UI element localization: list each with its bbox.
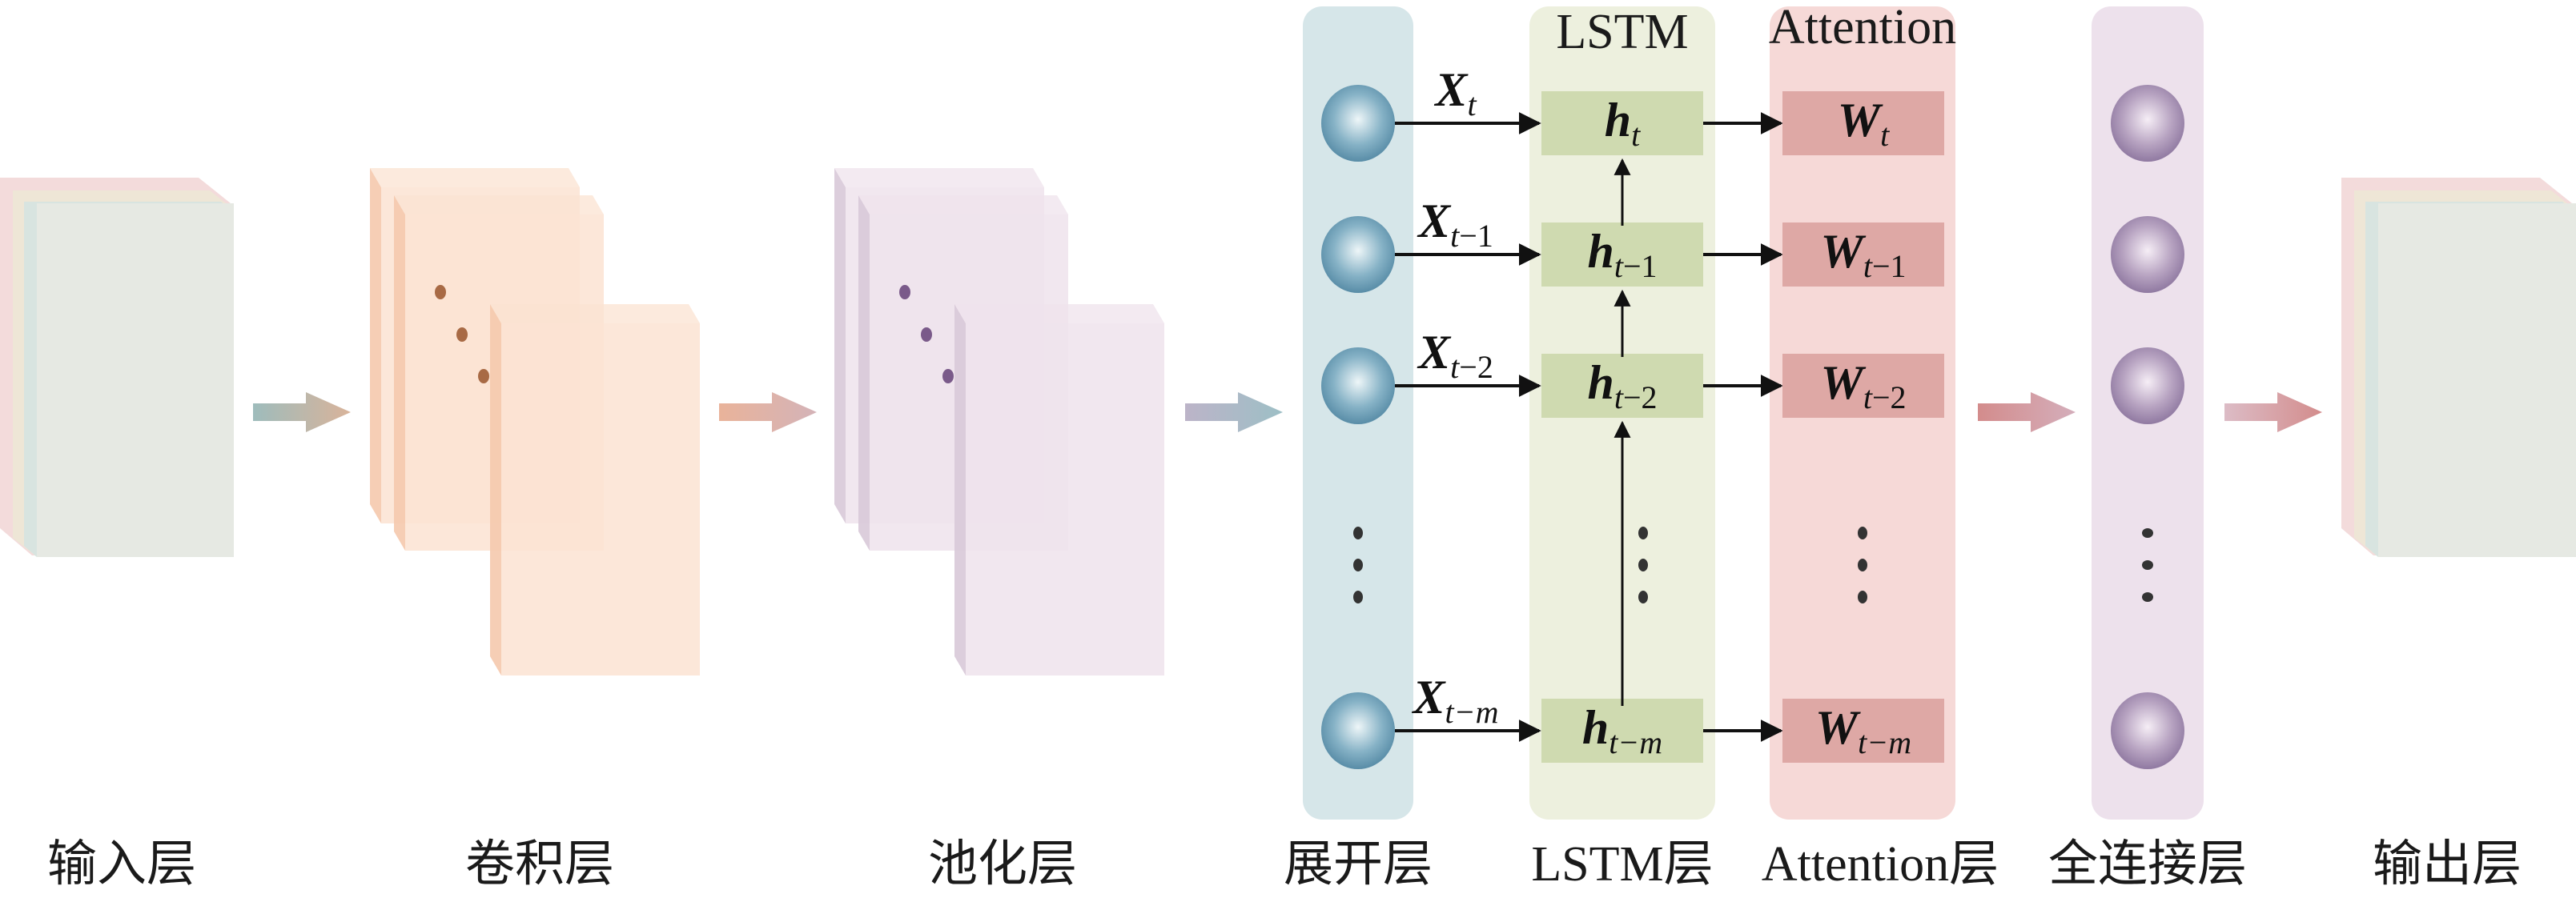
attention-weight-label: Wt−2 bbox=[1820, 356, 1906, 415]
attention-weight-label: Wt−1 bbox=[1820, 225, 1906, 284]
fc-node bbox=[2111, 85, 2184, 162]
sequence-row: Xt−1 ht−1 Wt−1 bbox=[1321, 194, 1944, 293]
attention-weight-label: Wt bbox=[1838, 94, 1890, 153]
input-label: Xt−m bbox=[1411, 671, 1498, 730]
attention-ellipsis bbox=[1858, 527, 1867, 603]
fc-node bbox=[2111, 216, 2184, 293]
attention-weight-label: Wt−m bbox=[1815, 701, 1911, 760]
lstm-ellipsis bbox=[1638, 527, 1648, 603]
pool-map-3 bbox=[954, 304, 1164, 675]
unfold-node bbox=[1321, 216, 1395, 293]
input-label: Xt−1 bbox=[1417, 194, 1493, 254]
sequence-row: Xt−m ht−m Wt−m bbox=[1321, 671, 1944, 769]
label-unfold-layer: 展开层 bbox=[1284, 837, 1433, 892]
label-fc-layer: 全连接层 bbox=[2048, 837, 2247, 892]
attention-weight-cell bbox=[1782, 222, 1944, 287]
fc-node bbox=[2111, 347, 2184, 424]
attention-weight-cell bbox=[1782, 354, 1944, 418]
lstm-cell bbox=[1541, 222, 1703, 287]
conv-layer-block bbox=[370, 168, 700, 675]
input-label: Xt−2 bbox=[1417, 326, 1493, 385]
attention-weight-cell bbox=[1782, 91, 1944, 155]
flow-arrow-conv-pool bbox=[719, 392, 817, 432]
label-output-layer: 输出层 bbox=[2373, 837, 2522, 892]
hidden-state-label: ht−2 bbox=[1587, 356, 1657, 415]
label-lstm-layer: LSTM层 bbox=[1531, 837, 1713, 892]
pool-ellipsis bbox=[899, 285, 954, 383]
attention-weight-cell bbox=[1782, 699, 1944, 763]
pool-layer-block bbox=[834, 168, 1164, 675]
lstm-cell bbox=[1541, 699, 1703, 763]
flow-arrow-attention-fc bbox=[1978, 392, 2076, 432]
conv-ellipsis bbox=[435, 285, 489, 383]
hidden-state-label: ht bbox=[1605, 94, 1641, 153]
output-sheet-front bbox=[2378, 203, 2576, 557]
unfold-node bbox=[1321, 347, 1395, 424]
flow-arrow-fc-output bbox=[2224, 392, 2322, 432]
attention-header: Attention bbox=[1769, 0, 1956, 54]
output-layer-block bbox=[2341, 178, 2576, 557]
fc-ellipsis bbox=[2142, 528, 2153, 602]
lstm-cell bbox=[1541, 91, 1703, 155]
flow-arrow-pool-unfold bbox=[1185, 392, 1283, 432]
lstm-header: LSTM bbox=[1556, 5, 1688, 59]
hidden-state-label: ht−m bbox=[1582, 701, 1662, 760]
input-sheet-front bbox=[37, 203, 234, 557]
label-attention-layer: Attention层 bbox=[1762, 837, 1999, 892]
unfold-node bbox=[1321, 85, 1395, 162]
unfold-node bbox=[1321, 692, 1395, 769]
flow-arrow-input-conv bbox=[253, 392, 351, 432]
input-label: Xt bbox=[1433, 63, 1477, 122]
input-layer-block bbox=[0, 178, 234, 557]
label-input-layer: 输入层 bbox=[47, 837, 196, 892]
sequence-row: Xt ht Wt bbox=[1321, 63, 1944, 162]
unfold-ellipsis bbox=[1353, 527, 1363, 603]
fc-nodes bbox=[2111, 85, 2184, 769]
hidden-state-label: ht−1 bbox=[1587, 225, 1657, 284]
conv-map-3 bbox=[490, 304, 700, 675]
fc-node bbox=[2111, 692, 2184, 769]
sequence-row: Xt−2 ht−2 Wt−2 bbox=[1321, 326, 1944, 424]
label-pool-layer: 池化层 bbox=[928, 837, 1077, 892]
label-conv-layer: 卷积层 bbox=[465, 837, 614, 892]
lstm-cell bbox=[1541, 354, 1703, 418]
